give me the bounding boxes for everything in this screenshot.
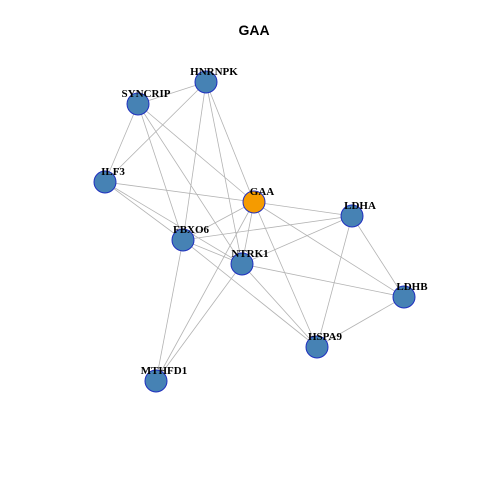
edge-gaa-ldha — [253, 201, 353, 217]
edge-hnrnpk-ilf3 — [104, 81, 207, 183]
node-layer — [93, 70, 416, 393]
edge-ntrk1-ldhb — [241, 263, 405, 298]
node-label-fbxo6: FBXO6 — [173, 224, 210, 236]
edge-hnrnpk-ntrk1 — [205, 81, 243, 265]
edge-hnrnpk-fbxo6 — [182, 81, 207, 241]
node-label-gaa: GAA — [250, 186, 275, 198]
edge-fbxo6-mthfd1 — [155, 239, 184, 382]
node-ldhb — [392, 285, 416, 309]
edge-ldha-fbxo6 — [182, 215, 353, 241]
node-syncrip — [126, 92, 150, 116]
node-ntrk1 — [230, 252, 254, 276]
edge-gaa-fbxo6 — [182, 201, 255, 241]
edge-hnrnpk-syncrip — [137, 81, 207, 105]
edge-fbxo6-hspa9 — [182, 239, 318, 348]
node-ldha — [340, 204, 364, 228]
node-label-syncrip: SYNCRIP — [122, 88, 171, 100]
node-label-hspa9: HSPA9 — [308, 331, 343, 343]
node-hnrnpk — [194, 70, 218, 94]
node-label-ldha: LDHA — [344, 200, 376, 212]
edge-ilf3-ntrk1 — [104, 181, 243, 265]
edge-layer — [104, 81, 405, 382]
edge-hnrnpk-gaa — [205, 81, 255, 203]
edge-ldha-hspa9 — [316, 215, 353, 348]
edge-syncrip-ilf3 — [104, 103, 139, 183]
edge-gaa-ldhb — [253, 201, 405, 298]
graph-title: GAA — [238, 22, 269, 38]
node-label-ldhb: LDHB — [396, 281, 428, 293]
edge-syncrip-ntrk1 — [137, 103, 243, 265]
node-ilf3 — [93, 170, 117, 194]
edge-gaa-hspa9 — [253, 201, 318, 348]
edge-ilf3-fbxo6 — [104, 181, 184, 241]
node-label-ilf3: ILF3 — [101, 166, 125, 178]
edge-ldha-ntrk1 — [241, 215, 353, 265]
node-fbxo6 — [171, 228, 195, 252]
edge-ntrk1-mthfd1 — [155, 263, 243, 382]
node-mthfd1 — [144, 369, 168, 393]
node-hspa9 — [305, 335, 329, 359]
edge-syncrip-fbxo6 — [137, 103, 184, 241]
edge-ntrk1-hspa9 — [241, 263, 318, 348]
node-label-hnrnpk: HNRNPK — [190, 66, 238, 78]
node-label-mthfd1: MTHFD1 — [141, 365, 187, 377]
edge-syncrip-gaa — [137, 103, 255, 203]
edge-ilf3-gaa — [104, 181, 255, 203]
edge-ldha-ldhb — [351, 215, 405, 298]
edge-ldhb-hspa9 — [316, 296, 405, 348]
node-label-ntrk1: NTRK1 — [231, 248, 268, 260]
node-gaa — [242, 190, 266, 214]
